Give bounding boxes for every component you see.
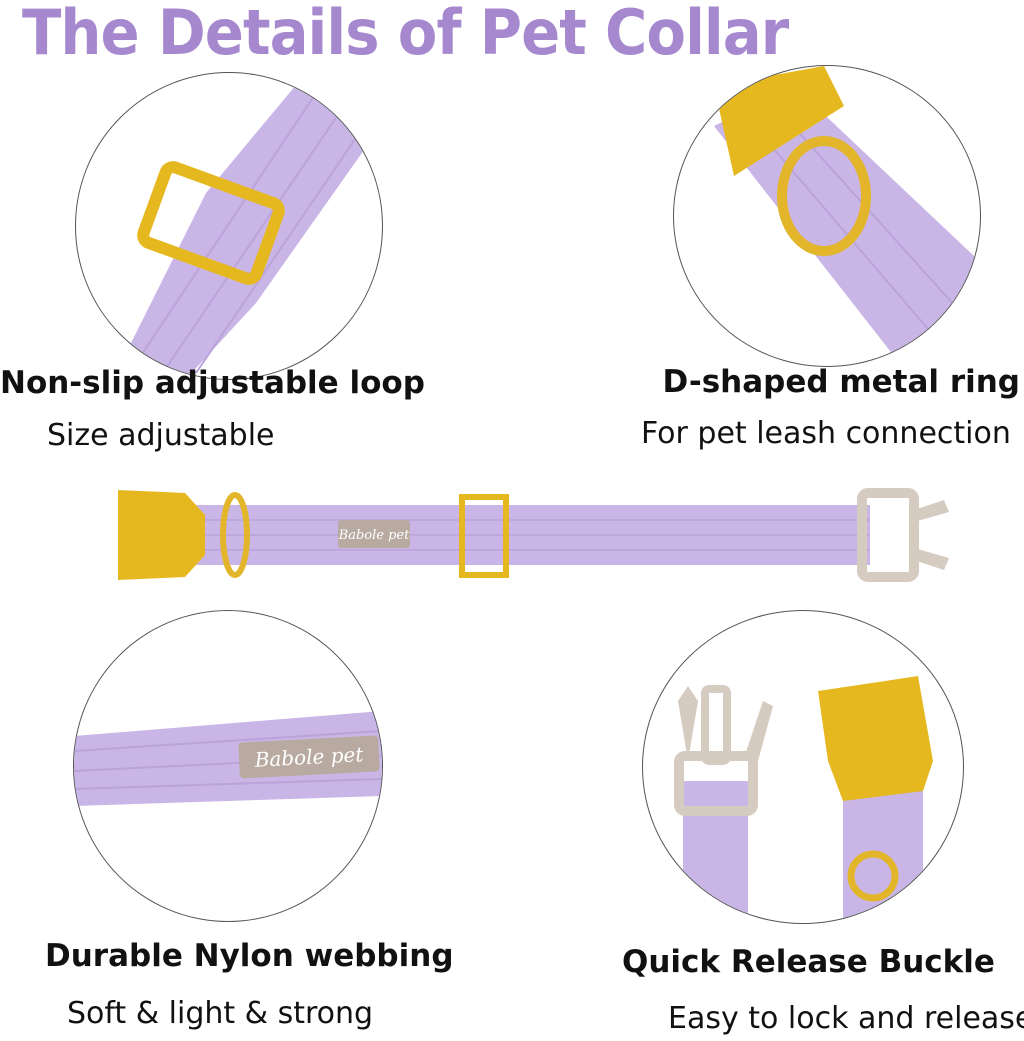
feature-heading-buckle: Quick Release Buckle	[622, 944, 995, 980]
feature-heading-d-ring: D-shaped metal ring	[662, 364, 1020, 400]
feature-heading-adjustable-loop: Non-slip adjustable loop	[0, 365, 425, 401]
collar-full-image: Babole pet	[110, 485, 960, 585]
d-ring-image	[673, 65, 981, 367]
feature-subtitle-d-ring: For pet leash connection	[641, 416, 1011, 451]
feature-subtitle-adjustable-loop: Size adjustable	[47, 418, 275, 453]
feature-subtitle-buckle: Easy to lock and release	[668, 1001, 1024, 1036]
brand-logo-tag: Babole pet	[338, 528, 410, 543]
feature-subtitle-nylon-webbing: Soft & light & strong	[67, 996, 374, 1031]
brand-logo-closeup: Babole pet	[253, 742, 365, 772]
nylon-webbing-image: Babole pet	[73, 610, 383, 922]
feature-heading-nylon-webbing: Durable Nylon webbing	[45, 938, 454, 974]
adjustable-loop-image	[75, 72, 383, 380]
quick-release-buckle-image	[642, 610, 964, 924]
page-title: The Details of Pet Collar	[22, 0, 789, 69]
